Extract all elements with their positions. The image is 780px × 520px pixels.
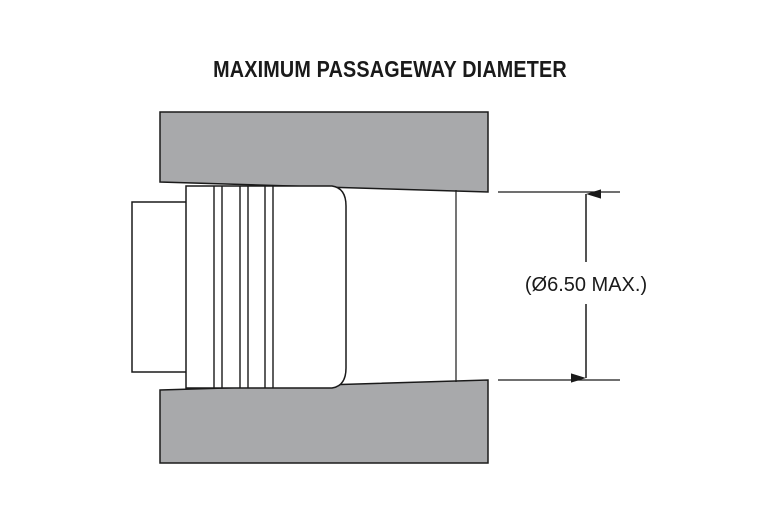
connector-cable — [131, 201, 189, 373]
upper-wall — [159, 111, 489, 193]
diagram-title: MAXIMUM PASSAGEWAY DIAMETER — [213, 56, 567, 82]
lower-wall — [159, 379, 489, 464]
connector-body — [185, 185, 347, 389]
dimension-label: (Ø6.50 MAX.) — [525, 274, 647, 296]
connector-ridges — [213, 186, 274, 388]
